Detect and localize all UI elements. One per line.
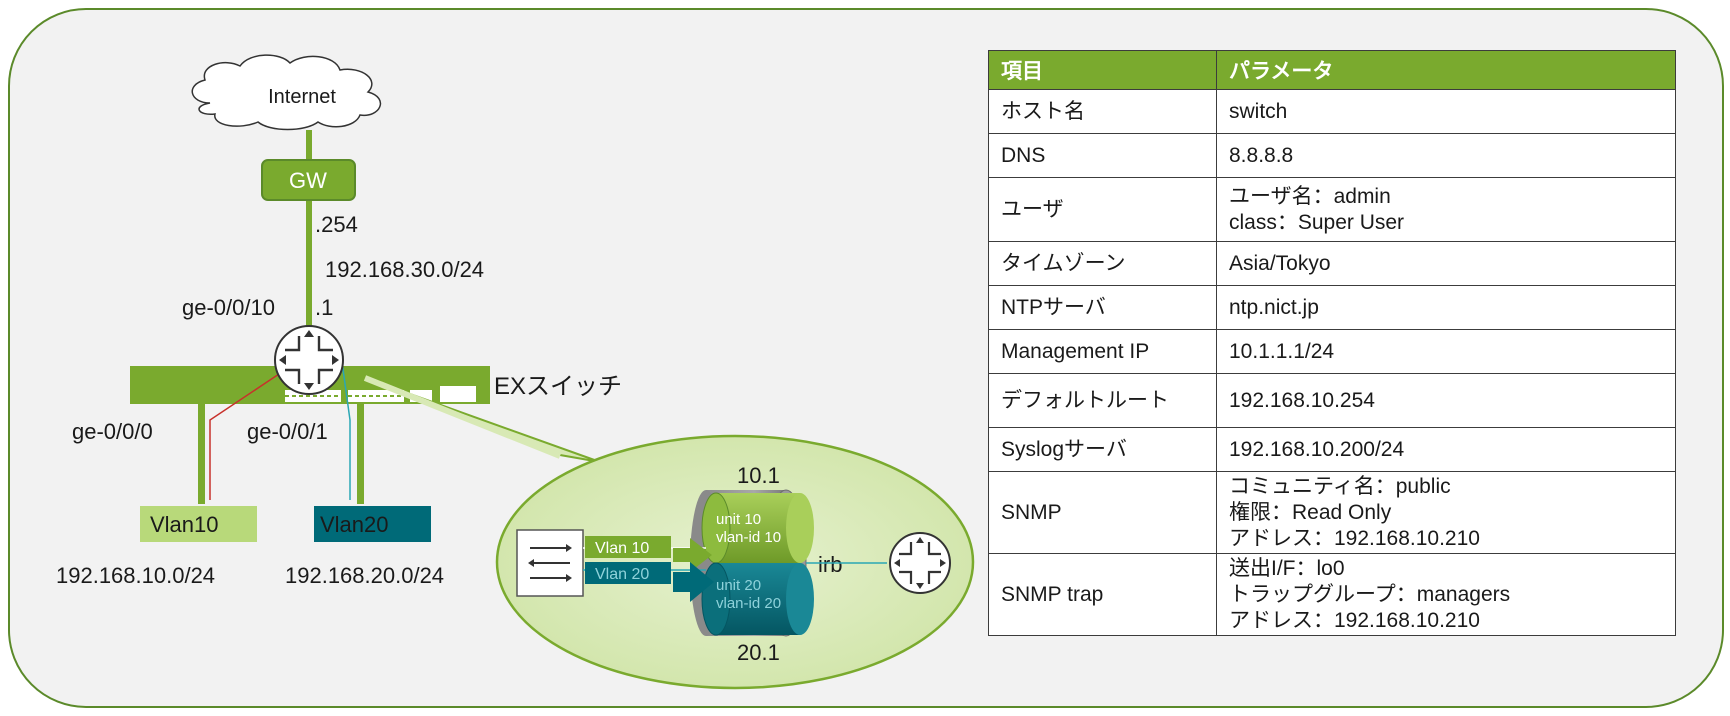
- row-value: 10.1.1.1/24: [1216, 329, 1676, 374]
- irb-label: irb: [818, 552, 842, 577]
- uplink-port-label: ge-0/0/10: [182, 295, 275, 320]
- row-value-line: class：Super User: [1229, 210, 1405, 234]
- vlan20-tag-label: Vlan 20: [595, 566, 649, 583]
- row-value: ntp.nict.jp: [1216, 285, 1676, 330]
- switch-host-label: .1: [315, 295, 333, 320]
- vlan10-label: Vlan10: [150, 512, 219, 537]
- port-b-link: [357, 404, 364, 504]
- row-value-line: トラップグループ：managers: [1229, 582, 1511, 606]
- vlan10-arrow: [673, 538, 712, 572]
- unit20-line2: vlan-id 20: [716, 595, 781, 612]
- row-value: Asia/Tokyo: [1216, 241, 1676, 286]
- vlan10-box[interactable]: [140, 506, 257, 542]
- vlan20-arrow: [673, 562, 714, 602]
- row-item: ユーザ: [988, 177, 1217, 242]
- table-row: ホスト名 switch: [988, 89, 1676, 134]
- unit20-cylinder[interactable]: [701, 562, 814, 636]
- row-item: SNMP: [988, 471, 1217, 554]
- vlan10-traffic-line: [209, 359, 301, 500]
- detail-callout: [359, 375, 975, 690]
- row-item: ホスト名: [988, 89, 1217, 134]
- header-item: 項目: [988, 50, 1217, 90]
- row-value-line: switch: [1229, 99, 1288, 123]
- table-row: デフォルトルート 192.168.10.254: [988, 373, 1676, 428]
- row-value: switch: [1216, 89, 1676, 134]
- internet-cloud-icon: [191, 54, 382, 131]
- vlan20-box[interactable]: [314, 506, 431, 542]
- unit20-line1: unit 20: [716, 577, 761, 594]
- unit10-cylinder[interactable]: [701, 492, 814, 564]
- unit10-line1: unit 10: [716, 511, 761, 528]
- detail-addr-bottom: 20.1: [737, 640, 780, 665]
- row-value: 8.8.8.8: [1216, 133, 1676, 178]
- row-value-line: 8.8.8.8: [1229, 143, 1294, 167]
- row-value-line: アドレス：192.168.10.210: [1229, 608, 1480, 632]
- row-item: NTPサーバ: [988, 285, 1217, 330]
- table-row: NTPサーバ ntp.nict.jp: [988, 285, 1676, 330]
- row-value-line: 192.168.10.200/24: [1229, 437, 1405, 461]
- vlan20-label: Vlan20: [320, 512, 389, 537]
- router-icon[interactable]: [274, 325, 344, 395]
- detail-router-icon[interactable]: [889, 532, 951, 594]
- table-row: Syslogサーバ 192.168.10.200/24: [988, 427, 1676, 472]
- row-value-line: 権限：Read Only: [1229, 500, 1392, 524]
- detail-addr-top: 10.1: [737, 463, 780, 488]
- gw-host-label: .254: [315, 212, 358, 237]
- row-item: デフォルトルート: [988, 373, 1217, 428]
- table-row: タイムゾーン Asia/Tokyo: [988, 241, 1676, 286]
- vlan20-tag: [585, 562, 671, 584]
- row-value: 192.168.10.200/24: [1216, 427, 1676, 472]
- vlan10-tag-label: Vlan 10: [595, 540, 649, 557]
- subnet-b-label: 192.168.20.0/24: [285, 563, 444, 588]
- row-value-line: 10.1.1.1/24: [1229, 339, 1335, 363]
- port-b-label: ge-0/0/1: [247, 419, 328, 444]
- subnet-a-label: 192.168.10.0/24: [56, 563, 215, 588]
- gw-label: GW: [289, 168, 327, 193]
- row-value-line: ユーザ名：admin: [1229, 184, 1391, 208]
- row-item: DNS: [988, 133, 1217, 178]
- network-diagram: Internet GW .254 192.168.30.0/24 ge-0/0/…: [56, 54, 975, 690]
- row-value-line: Asia/Tokyo: [1229, 251, 1331, 275]
- row-value-line: 送出I/F：lo0: [1229, 556, 1345, 580]
- internet-label: Internet: [268, 86, 336, 108]
- row-item: タイムゾーン: [988, 241, 1217, 286]
- vlan10-tag: [585, 536, 671, 558]
- row-value: 192.168.10.254: [1216, 373, 1676, 428]
- table-header-row: 項目 パラメータ: [988, 50, 1676, 90]
- row-item: Management IP: [988, 329, 1217, 374]
- port-a-label: ge-0/0/0: [72, 419, 153, 444]
- row-item: Syslogサーバ: [988, 427, 1217, 472]
- header-parameter: パラメータ: [1216, 50, 1676, 90]
- table-row: Management IP 10.1.1.1/24: [988, 329, 1676, 374]
- port-a-link: [198, 404, 205, 504]
- uplink-link: [306, 130, 312, 330]
- gw-box[interactable]: [261, 159, 356, 201]
- wan-subnet-label: 192.168.30.0/24: [325, 257, 484, 282]
- switch-name-label: EXスイッチ: [494, 373, 622, 400]
- row-value-line: 192.168.10.254: [1229, 388, 1375, 412]
- row-item: SNMP trap: [988, 553, 1217, 636]
- row-value-line: ntp.nict.jp: [1229, 295, 1319, 319]
- row-value-line: コミュニティ名：public: [1229, 474, 1451, 498]
- row-value-line: アドレス：192.168.10.210: [1229, 526, 1480, 550]
- vlan20-traffic-line: [341, 361, 351, 500]
- l2-switch-icon[interactable]: [516, 529, 584, 597]
- unit10-line2: vlan-id 10: [716, 529, 781, 546]
- table-row: DNS 8.8.8.8: [988, 133, 1676, 178]
